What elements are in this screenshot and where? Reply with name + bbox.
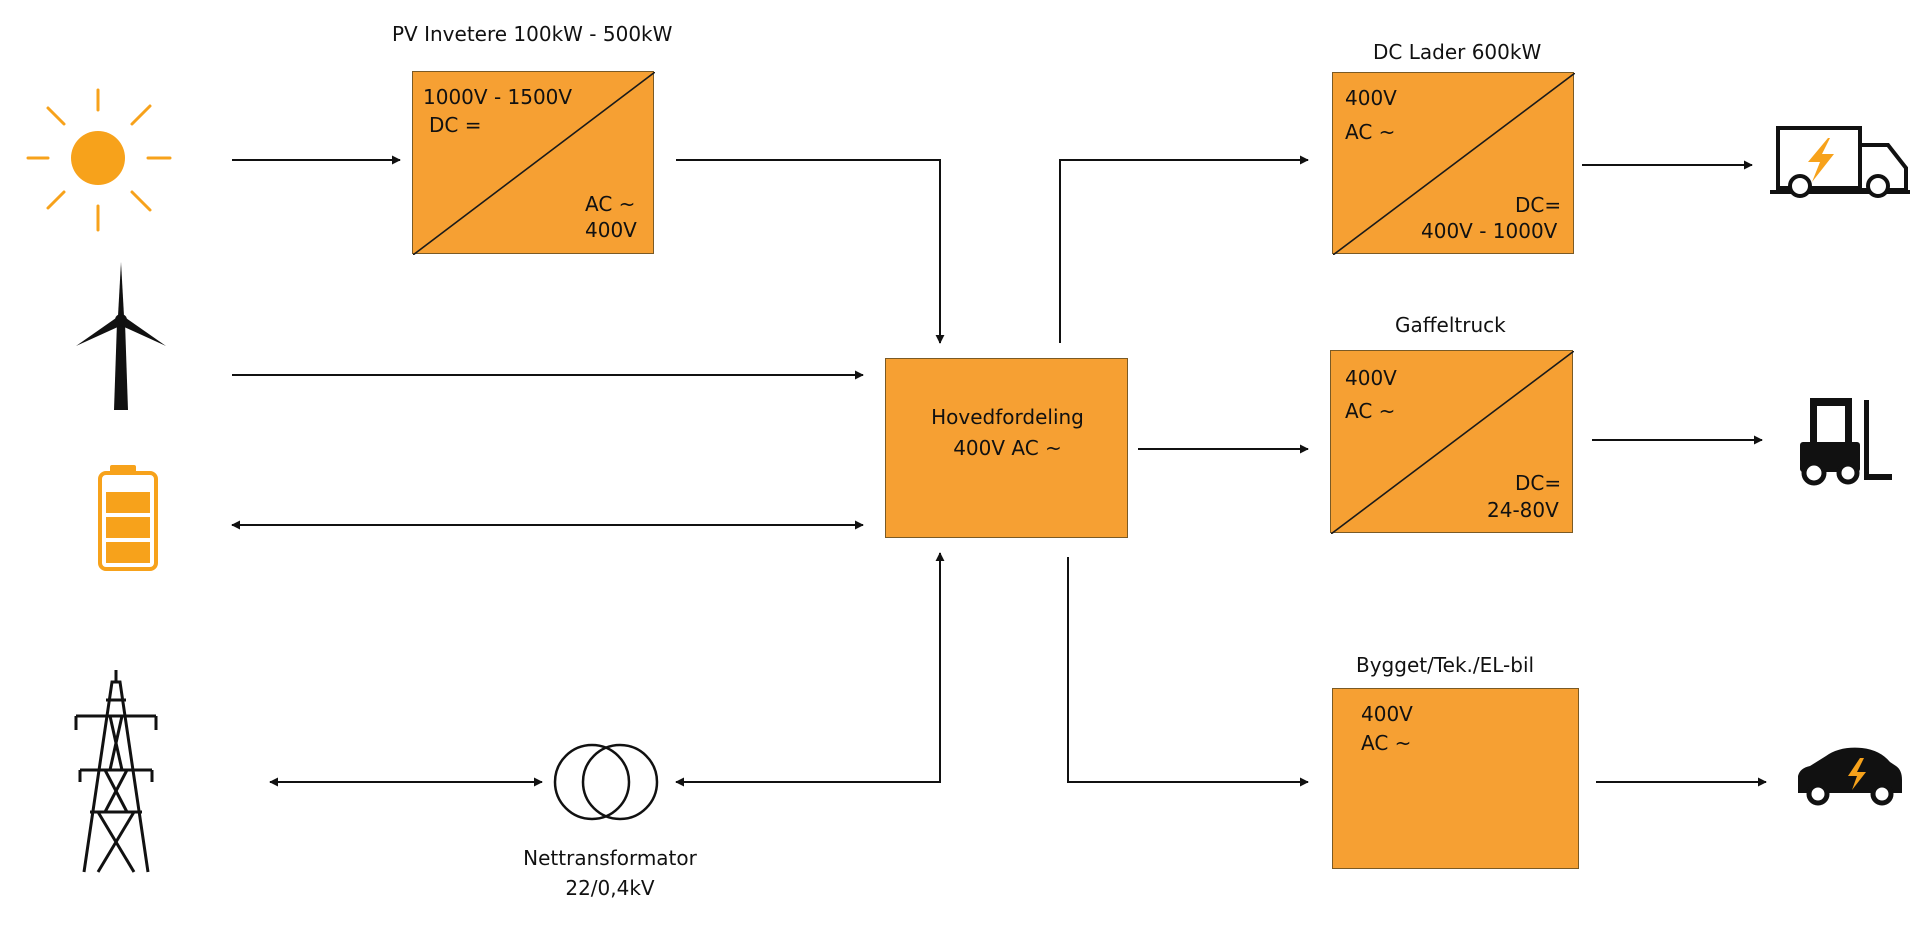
- inverter-box: 1000V - 1500V DC = AC ~ 400V: [412, 71, 655, 255]
- forklift-charger-box: 400V AC ~ DC= 24-80V: [1330, 350, 1574, 534]
- dc-charger-box: 400V AC ~ DC= 400V - 1000V: [1332, 72, 1575, 255]
- arrow-inverter-to-main: [676, 159, 945, 344]
- forklift-charger-out-type: DC=: [1515, 471, 1562, 495]
- main-distribution-title: Hovedfordeling: [931, 405, 1084, 429]
- forklift-icon: [1800, 398, 1892, 486]
- inverter-dc-voltage: 1000V - 1500V: [423, 85, 573, 109]
- forklift-charger-in-type: AC ~: [1345, 399, 1396, 423]
- arrow-main-to-building: [1067, 557, 1309, 787]
- forklift-charger-in-voltage: 400V: [1345, 366, 1397, 390]
- main-distribution-voltage: 400V AC ~: [953, 436, 1062, 460]
- converter-diagonal: [1331, 351, 1574, 534]
- inverter-ac-label: AC ~: [585, 192, 636, 216]
- arrow-transformer-to-main: [675, 552, 945, 787]
- dc-charger-in-type: AC ~: [1345, 120, 1396, 144]
- battery-icon: [98, 465, 158, 571]
- building-type: AC ~: [1361, 731, 1412, 755]
- wind-turbine-icon: [76, 262, 166, 410]
- dc-charger-in-voltage: 400V: [1345, 86, 1397, 110]
- main-distribution-box: Hovedfordeling 400V AC ~: [885, 358, 1128, 538]
- electric-truck-icon: [1770, 126, 1910, 198]
- forklift-charger-out-voltage: 24-80V: [1487, 498, 1559, 522]
- power-pylon-icon: [74, 670, 158, 873]
- transformer-rating: 22/0,4kV: [565, 876, 655, 900]
- inverter-ac-voltage: 400V: [585, 218, 637, 242]
- forklift-charger-title: Gaffeltruck: [1395, 313, 1506, 337]
- converter-diagonal: [1333, 73, 1575, 255]
- sun-icon: [26, 88, 172, 232]
- transformer-icon: [553, 743, 659, 821]
- electric-car-icon: [1798, 747, 1902, 806]
- converter-diagonal: [413, 72, 655, 255]
- dc-charger-title: DC Lader 600kW: [1373, 40, 1542, 64]
- arrow-main-to-dc-charger: [1059, 155, 1309, 343]
- building-voltage: 400V: [1361, 702, 1413, 726]
- dc-charger-out-voltage: 400V - 1000V: [1421, 219, 1558, 243]
- dc-charger-out-type: DC=: [1515, 193, 1562, 217]
- building-title: Bygget/Tek./EL-bil: [1356, 653, 1535, 677]
- building-box: 400V AC ~: [1332, 688, 1579, 869]
- transformer-title: Nettransformator: [523, 846, 697, 870]
- inverter-title: PV Invetere 100kW - 500kW: [392, 22, 673, 46]
- inverter-dc-label: DC =: [429, 113, 482, 137]
